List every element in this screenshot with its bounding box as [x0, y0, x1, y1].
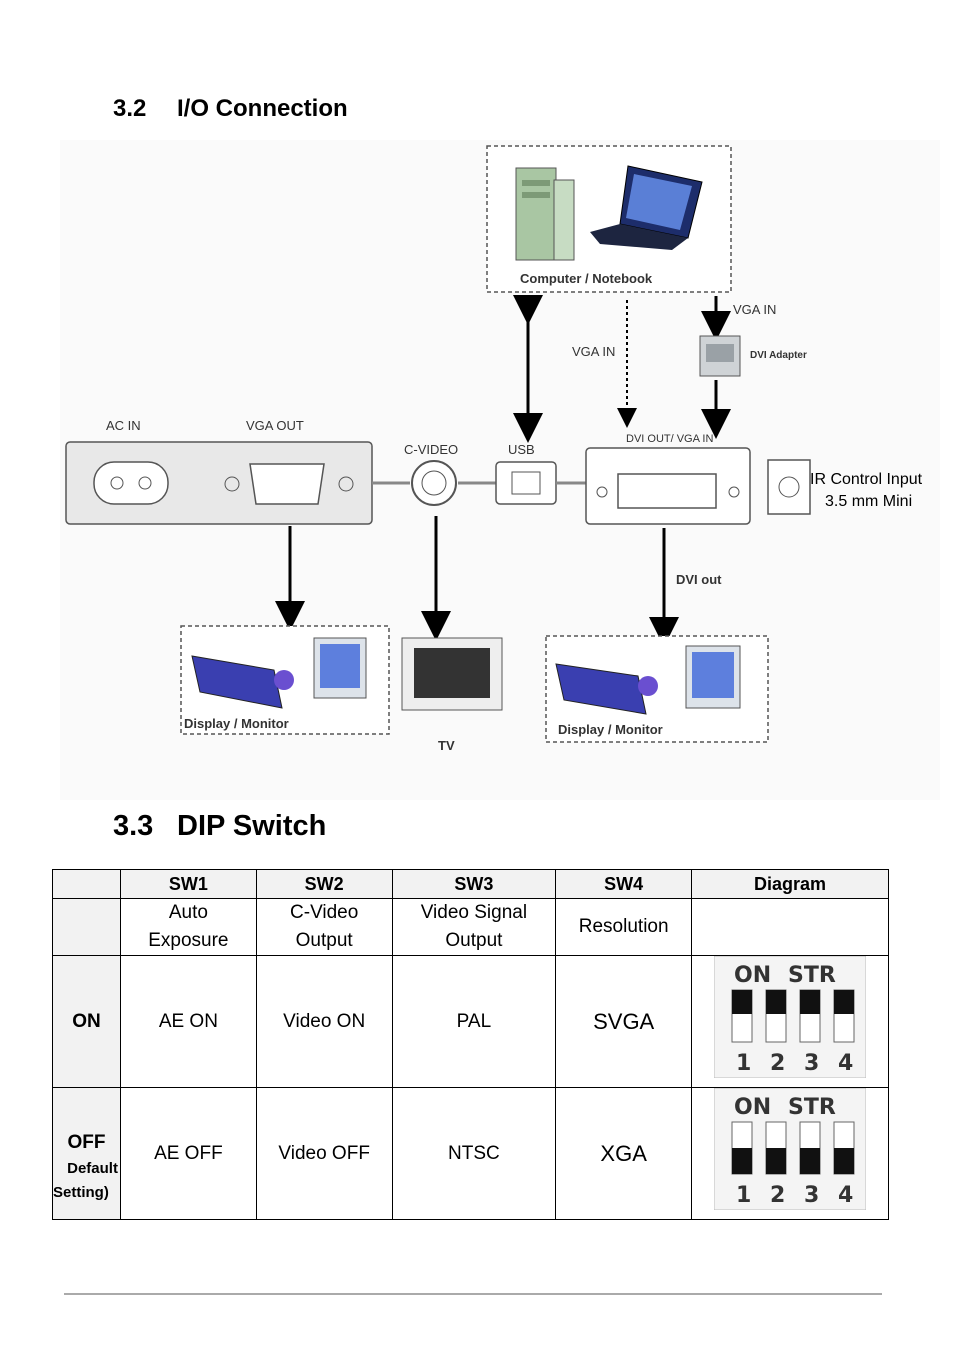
off-cell-sw4: XGA [555, 1087, 693, 1220]
switch-str-text: STR [788, 963, 836, 988]
section-heading-dip: 3.3 DIP Switch [113, 810, 326, 843]
switch-knob-4 [834, 1148, 855, 1174]
ac-in-label: AC IN [106, 418, 141, 433]
dip-switch-off-icon: ON STR 1 2 3 4 [714, 1088, 867, 1210]
header-cell-blank [52, 869, 121, 899]
computer-notebook-group: Computer / Notebook [486, 145, 732, 293]
rear-panel-left [65, 441, 373, 525]
header-cell-sw2: SW2 [255, 869, 393, 899]
cell-line: Exposure [148, 930, 229, 951]
projector-icon [191, 655, 283, 709]
cell-line: Auto [168, 902, 208, 923]
switch-number-4: 4 [838, 1183, 853, 1208]
projector-icon [555, 663, 647, 715]
on-cell-sw4: SVGA [555, 955, 693, 1088]
dvi-adapter-icon [699, 335, 741, 377]
switch-knob-3 [800, 1148, 821, 1174]
display-right-label: Display / Monitor [558, 722, 663, 737]
header-cell-sw4: SW4 [555, 869, 693, 899]
cell-line: Output [445, 930, 503, 951]
function-row-label [52, 898, 121, 956]
off-dip-diagram-cell: ON STR 1 2 3 4 [691, 1087, 889, 1220]
off-row-label-cell: OFF Default Setting) [52, 1087, 121, 1220]
desktop-pc-icon [515, 167, 575, 261]
dvi-adapter-label: DVI Adapter [750, 350, 807, 361]
c-video-label: C-VIDEO [404, 442, 458, 457]
vga-in-right-label: VGA IN [733, 302, 776, 317]
on-cell-sw3: PAL [391, 955, 557, 1088]
section-title: DIP Switch [177, 810, 327, 842]
vga-port-icon [249, 463, 325, 505]
ir-label-line2: 3.5 mm Mini [825, 493, 912, 510]
function-cell-diagram [691, 898, 889, 956]
computer-label: Computer / Notebook [520, 271, 653, 286]
off-row: OFF Default Setting) AE OFF Video OFF NT… [52, 1087, 889, 1220]
switch-knob-3 [800, 990, 821, 1014]
switch-knob-4 [834, 990, 855, 1014]
ac-socket-icon [93, 461, 169, 505]
off-row-sublabel-2: Setting) [53, 1183, 109, 1201]
header-cell-diagram: Diagram [691, 869, 889, 899]
cell-line: Video Signal [420, 902, 528, 923]
switch-on-text: ON [734, 1095, 771, 1120]
function-cell-sw4: Resolution [555, 898, 693, 956]
vga-out-label: VGA OUT [246, 418, 304, 433]
dvi-out-vga-in-label: DVI OUT/ VGA IN [626, 433, 713, 445]
switch-str-text: STR [788, 1095, 836, 1120]
laptop-icon [590, 165, 703, 250]
usb-label: USB [508, 442, 535, 457]
off-cell-sw3: NTSC [391, 1087, 557, 1220]
section-title: I/O Connection [177, 95, 348, 122]
on-row: ON AE ON Video ON PAL SVGA ON STR [52, 955, 889, 1088]
switch-number-3: 3 [804, 1183, 819, 1208]
switch-on-text: ON [734, 963, 771, 988]
off-row-label: OFF [67, 1131, 106, 1153]
switch-number-3: 3 [804, 1051, 819, 1076]
vga-in-left-label: VGA IN [572, 344, 615, 359]
section-number: 3.2 [113, 95, 147, 122]
switch-knob-2 [766, 990, 787, 1014]
cell-line: Output [295, 930, 353, 951]
off-cell-sw2: Video OFF [255, 1087, 393, 1220]
switch-number-4: 4 [838, 1051, 853, 1076]
ir-label-line1: IR Control Input [810, 471, 923, 488]
dvi-port-icon [617, 473, 717, 509]
switch-knob-1 [732, 1148, 753, 1174]
on-cell-sw2: Video ON [255, 955, 393, 1088]
display-monitor-left-group: Display / Monitor [180, 625, 390, 735]
switch-number-1: 1 [736, 1183, 751, 1208]
off-row-sublabel-1: Default [67, 1159, 118, 1177]
tv-label: TV [438, 738, 455, 753]
switch-number-2: 2 [770, 1183, 785, 1208]
c-video-port-icon [411, 460, 457, 506]
on-cell-sw1: AE ON [119, 955, 257, 1088]
on-row-label: ON [52, 955, 121, 1088]
table-header-row: SW1 SW2 SW3 SW4 Diagram [52, 869, 889, 899]
tv-group: TV [401, 637, 503, 753]
switch-knob-2 [766, 1148, 787, 1174]
header-cell-sw1: SW1 [119, 869, 257, 899]
on-dip-diagram-cell: ON STR 1 2 3 4 [691, 955, 889, 1088]
header-cell-sw3: SW3 [391, 869, 557, 899]
footer-divider [64, 1293, 882, 1295]
dvi-out-label: DVI out [676, 572, 722, 587]
switch-knob-1 [732, 990, 753, 1014]
dip-switch-on-icon: ON STR 1 2 3 4 [714, 956, 867, 1078]
cell-line: C-Video [290, 902, 359, 923]
section-number: 3.3 [113, 810, 154, 842]
section-heading-io: 3.2 I/O Connection [113, 95, 348, 123]
off-cell-sw1: AE OFF [119, 1087, 257, 1220]
ir-jack-icon [767, 459, 811, 515]
switch-number-2: 2 [770, 1051, 785, 1076]
display-left-label: Display / Monitor [184, 716, 289, 731]
io-connection-diagram: Computer / Notebook VGA IN VGA IN DVI Ad… [60, 140, 940, 800]
switch-number-1: 1 [736, 1051, 751, 1076]
display-monitor-right-group: Display / Monitor [545, 635, 769, 743]
